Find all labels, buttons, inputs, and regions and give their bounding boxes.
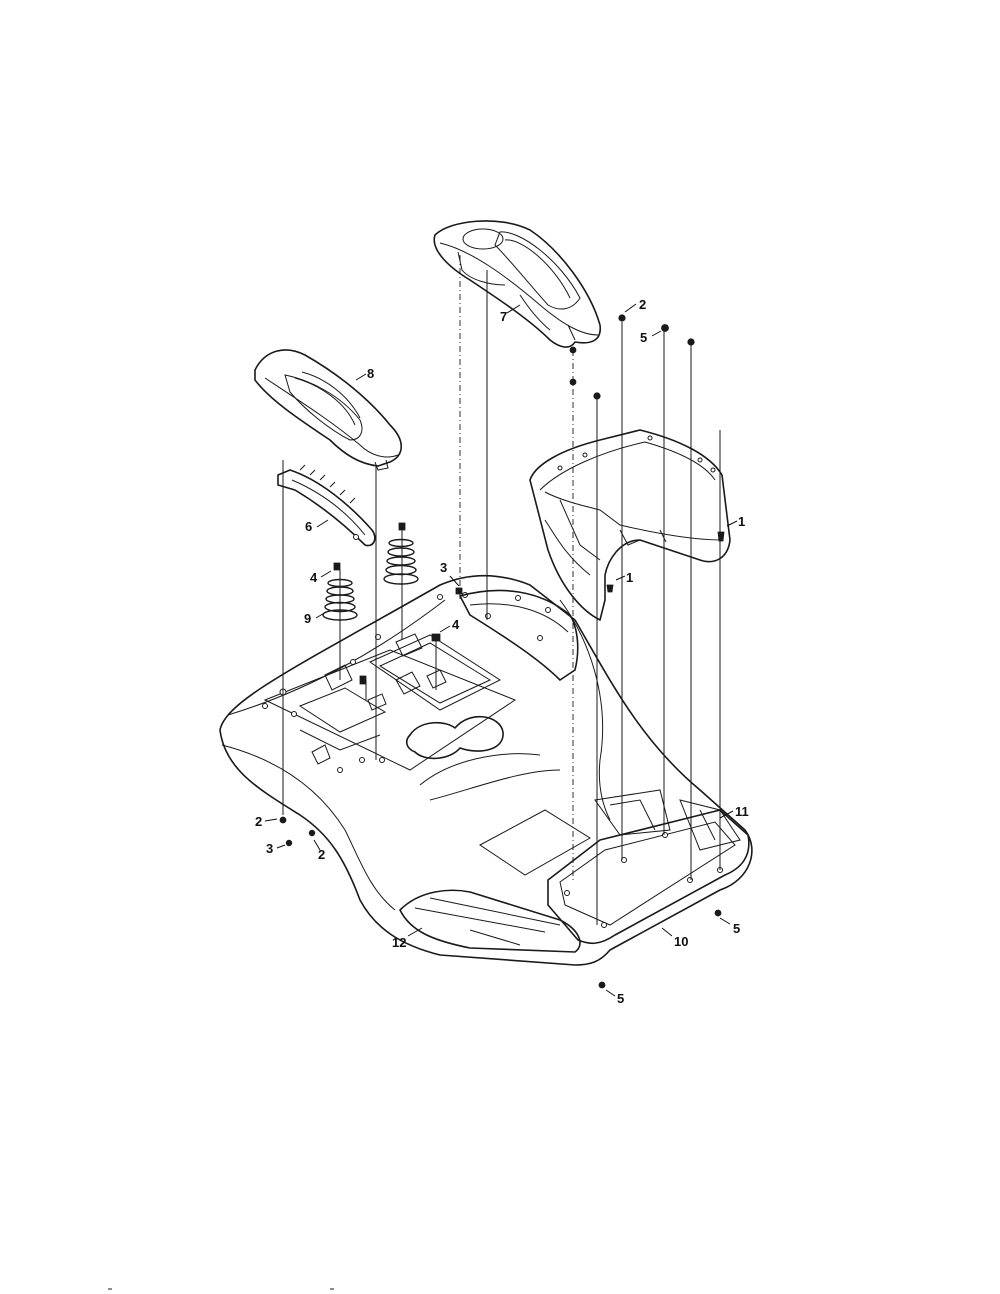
callout-1: 1	[738, 514, 745, 529]
callout-12: 12	[392, 935, 406, 950]
callout-7: 7	[500, 309, 507, 324]
callout-labels: 1 1 2 2 2 3 3 4 4 5 5 5 6 7 8 9 10 11 12	[255, 297, 749, 1006]
callout-2: 2	[639, 297, 646, 312]
mounting-bracket	[277, 464, 376, 547]
callout-5: 5	[617, 991, 624, 1006]
storage-box	[529, 429, 731, 621]
callout-5: 5	[640, 330, 647, 345]
callout-4: 4	[452, 617, 460, 632]
callout-2: 2	[318, 847, 325, 862]
seat-armrest-pad	[254, 349, 403, 471]
seat-spring-right	[383, 538, 419, 585]
callout-6: 6	[305, 519, 312, 534]
fender-body	[219, 574, 753, 966]
callout-4: 4	[310, 570, 318, 585]
callout-5: 5	[733, 921, 740, 936]
callout-leaders	[264, 303, 738, 997]
callout-1: 1	[626, 570, 633, 585]
callout-3: 3	[266, 841, 273, 856]
callout-9: 9	[304, 611, 311, 626]
callout-10: 10	[674, 934, 688, 949]
callout-11: 11	[735, 804, 749, 819]
callout-2: 2	[255, 814, 262, 829]
cup-holder-console	[433, 220, 601, 348]
alignment-lines	[282, 255, 721, 925]
callout-3: 3	[440, 560, 447, 575]
fasteners	[279, 314, 725, 989]
callout-8: 8	[367, 366, 374, 381]
